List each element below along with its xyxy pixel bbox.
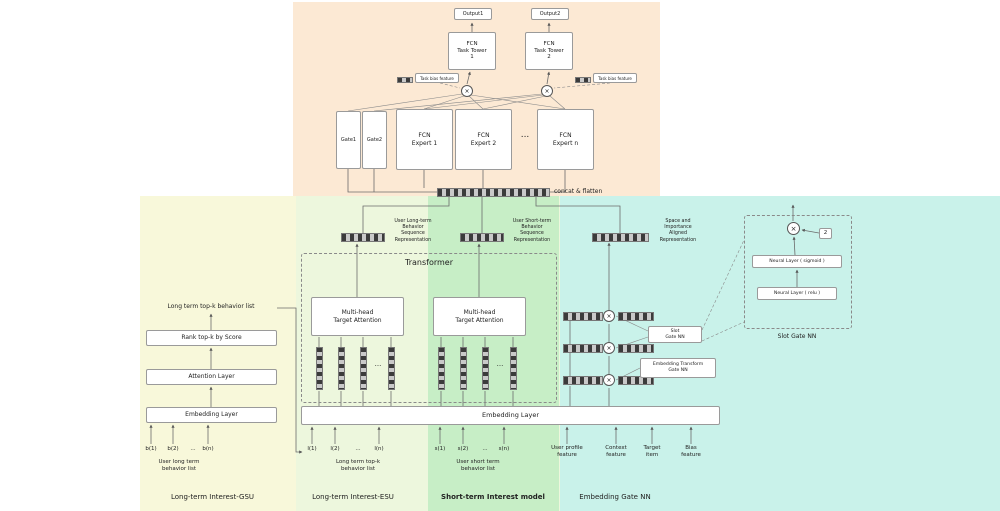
gated-embedding-bar <box>618 344 654 353</box>
attention-layer-box: Attention Layer <box>146 369 277 385</box>
b-ellipsis: ... <box>190 446 196 452</box>
shared-embedding-layer-box: Embedding Layer <box>301 406 720 425</box>
fcn-expert-n-box: FCN Expert n <box>537 109 594 170</box>
multiply-icon: × <box>461 85 473 97</box>
l-inputs-caption: Long term top-k behavior list <box>335 459 381 473</box>
b-input: b(n) <box>202 446 214 452</box>
task-bias-embedding-bar-right <box>575 77 591 83</box>
region-label-esu: Long-term Interest-ESU <box>312 493 394 501</box>
neural-layer-relu-box: Neural Layer ( relu ) <box>757 287 837 300</box>
feature-label: Context feature <box>605 445 627 459</box>
s-ellipsis: ... <box>482 446 488 452</box>
fcn-expert-1-box: FCN Expert 1 <box>396 109 453 170</box>
region-label-gsu: Long-term Interest-GSU <box>170 493 255 501</box>
gated-embedding-bar <box>618 312 654 321</box>
region-label-short-term: Short-term Interest model <box>441 493 545 501</box>
region-long-term-gsu <box>140 196 296 511</box>
exponent-box: 2 <box>819 228 832 239</box>
fcn-expert-2-box: FCN Expert 2 <box>455 109 512 170</box>
multi-head-target-attention-box-long: Multi-head Target Attention <box>311 297 404 336</box>
token-embedding-bar <box>438 347 445 390</box>
token-embedding-bar <box>388 347 395 390</box>
feature-label: Target item <box>643 445 661 459</box>
token-embedding-bar <box>460 347 467 390</box>
feature-label: User profile feature <box>551 445 583 459</box>
b-inputs-caption: User long term behavior list <box>158 459 200 473</box>
embedding-transform-gate-nn-box: Embedding Transform Gate NN <box>640 358 716 378</box>
task-tower-1-box: FCN Task Tower 1 <box>448 32 496 70</box>
slot-gate-nn-box: Slot Gate NN <box>648 326 702 343</box>
feature-label: Bias feature <box>681 445 701 459</box>
task-bias-label-right: Task bias feature <box>593 73 637 83</box>
l-ellipsis: ... <box>355 446 361 452</box>
long-term-representation-bar <box>341 233 385 242</box>
short-term-representation-label: User Short-term Behavior Sequence Repres… <box>512 219 552 243</box>
token-embedding-bar <box>510 347 517 390</box>
gate2-box: Gate2 <box>362 111 387 169</box>
gated-embedding-bar <box>618 376 654 385</box>
feature-embedding-bar <box>563 376 603 385</box>
region-label-embedding-gate-nn: Embedding Gate NN <box>579 493 651 501</box>
token-embedding-bar <box>482 347 489 390</box>
task-bias-label-left: Task bias feature <box>415 73 459 83</box>
output2-box: Output2 <box>531 8 569 20</box>
rank-topk-box: Rank top-k by Score <box>146 330 277 346</box>
region-embedding-gate-nn <box>560 196 1000 511</box>
multiply-icon: × <box>541 85 553 97</box>
s-input: s(1) <box>434 446 446 452</box>
long-term-representation-label: User Long-term Behavior Sequence Represe… <box>394 219 432 243</box>
experts-ellipsis: ... <box>520 130 530 140</box>
token-embedding-bar <box>360 347 367 390</box>
slot-gate-detail-box <box>744 215 852 329</box>
concat-flatten-bar <box>437 188 550 197</box>
region-short-term <box>428 196 559 511</box>
multiply-icon: × <box>603 374 615 386</box>
b-input: b(2) <box>167 446 179 452</box>
neural-layer-sigmoid-box: Neural Layer ( sigmoid ) <box>752 255 842 268</box>
s-inputs-caption: User short term behavior list <box>456 459 500 473</box>
token-embedding-bar <box>316 347 323 390</box>
multiply-icon: × <box>603 342 615 354</box>
transformer-box <box>301 253 557 403</box>
l-input: l(1) <box>307 446 317 452</box>
l-input: l(n) <box>374 446 384 452</box>
token-embedding-bar <box>338 347 345 390</box>
l-input: l(2) <box>330 446 340 452</box>
concat-flatten-label: concat & flatten <box>554 188 603 195</box>
slot-gate-detail-caption: Slot Gate NN <box>777 333 817 340</box>
multiply-icon: × <box>603 310 615 322</box>
multi-head-target-attention-box-short: Multi-head Target Attention <box>433 297 526 336</box>
s-input: s(n) <box>498 446 510 452</box>
token-ellipsis: ... <box>496 360 504 368</box>
short-term-representation-bar <box>460 233 504 242</box>
feature-embedding-bar <box>563 312 603 321</box>
task-tower-2-box: FCN Task Tower 2 <box>525 32 573 70</box>
gsu-embedding-layer-box: Embedding Layer <box>146 407 277 423</box>
output1-box: Output1 <box>454 8 492 20</box>
token-ellipsis: ... <box>374 360 382 368</box>
b-input: b(1) <box>145 446 157 452</box>
gsu-topk-heading: Long term top-k behavior list <box>167 303 255 310</box>
aligned-representation-label: Space and Importance Aligned Representat… <box>659 219 697 243</box>
task-bias-embedding-bar-left <box>397 77 413 83</box>
gate1-box: Gate1 <box>336 111 361 169</box>
feature-embedding-bar <box>563 344 603 353</box>
multiply-icon: × <box>787 222 800 235</box>
s-input: s(2) <box>457 446 469 452</box>
aligned-representation-bar <box>592 233 649 242</box>
transformer-label: Transformer <box>404 258 453 267</box>
